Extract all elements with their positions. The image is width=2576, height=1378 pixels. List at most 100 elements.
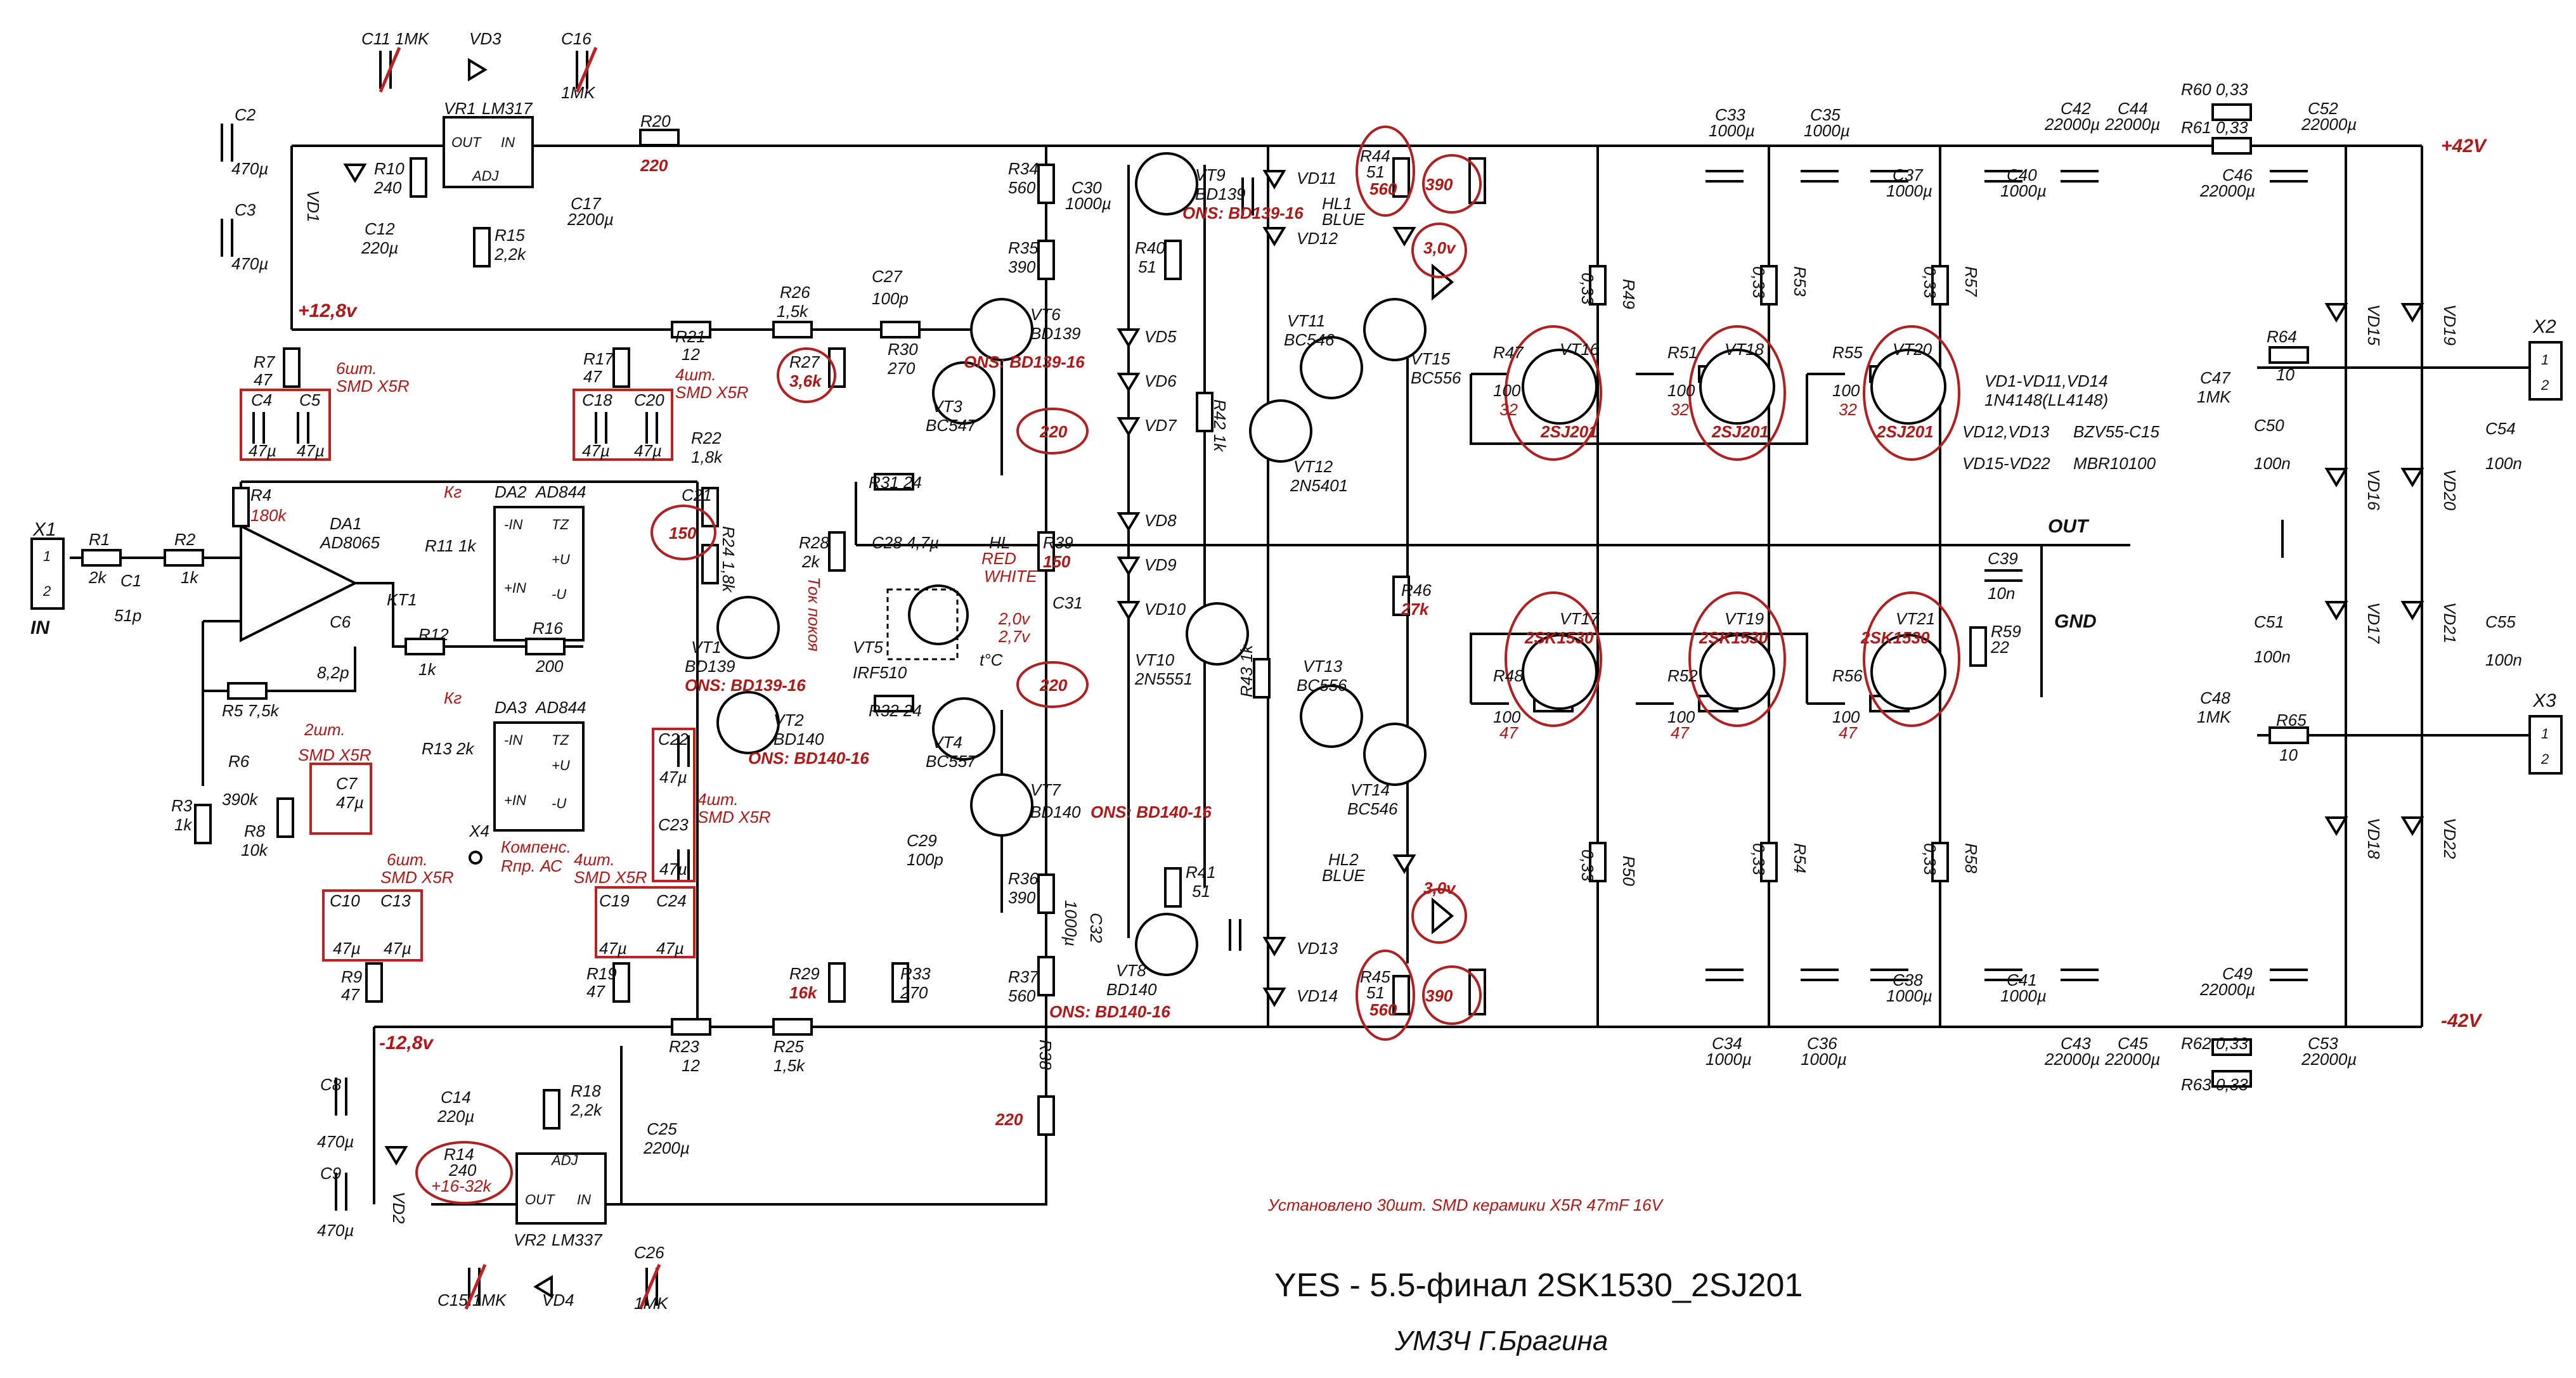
r51-note: 32: [1671, 400, 1689, 419]
c35-value: 1000µ: [1804, 121, 1850, 140]
vt7-note: ONS: BD140-16: [1091, 802, 1212, 821]
r2-value: 1k: [181, 568, 199, 587]
c42-label: C42: [2061, 99, 2091, 118]
r58-label: R58: [1962, 843, 1981, 873]
net-neg42: -42V: [2441, 1010, 2483, 1031]
r55-value: 100: [1832, 381, 1860, 400]
c29-label: C29: [907, 831, 937, 850]
r11-label: R11 1k: [425, 536, 477, 555]
c51-value: 100n: [2254, 647, 2291, 666]
vt5-label: VT5: [853, 638, 883, 657]
r27-label: R27: [789, 352, 820, 371]
vd9-label: VD9: [1144, 555, 1177, 574]
vd2-label: VD2: [389, 1192, 408, 1224]
c41-value: 1000µ: [2000, 986, 2047, 1005]
da3-tz: TZ: [552, 732, 569, 748]
vd3-label: VD3: [469, 29, 502, 48]
r29-label: R29: [789, 964, 820, 983]
hl1-label: HL1: [1322, 194, 1352, 213]
c4-label: C4: [251, 390, 272, 409]
r43-label: R43 1k: [1237, 644, 1256, 697]
r3-value: 1k: [174, 815, 193, 834]
vt2-note: ONS: BD140-16: [748, 749, 869, 768]
r16-label: R16: [533, 619, 563, 638]
c7-label: C7: [336, 774, 358, 793]
r24-label: R24 1,8k: [719, 526, 738, 593]
r45-value: 51: [1366, 983, 1385, 1002]
smd-note-6a-type: SMD X5R: [336, 377, 410, 396]
c15-label: C15 1MK: [437, 1291, 507, 1310]
net-pos42: +42V: [2441, 136, 2488, 157]
vt11-label: VT11: [1287, 311, 1325, 330]
vr2-out: OUT: [525, 1192, 555, 1207]
vt21-label: VT21: [1896, 609, 1935, 628]
vt10-type: 2N5551: [1134, 669, 1193, 688]
r26-label: R26: [780, 283, 810, 302]
c38-value: 1000µ: [1886, 986, 1932, 1005]
vt1-type: BD139: [685, 657, 735, 676]
c26-value: 1MK: [634, 1294, 669, 1313]
smd-note-6b-type: SMD X5R: [380, 868, 454, 887]
vr1-in: IN: [501, 134, 515, 150]
r54-label: R54: [1790, 843, 1809, 873]
r59-label: R59: [1991, 622, 2021, 641]
c6-label: C6: [330, 612, 351, 631]
c49-value: 22000µ: [2199, 980, 2255, 999]
vt13-type: BC556: [1297, 676, 1347, 695]
c5-label: C5: [299, 390, 321, 409]
vt15-label: VT15: [1411, 349, 1451, 368]
r12-value: 1k: [418, 660, 437, 679]
c39-value: 10n: [1988, 584, 2015, 603]
c31-note-top: 220: [1039, 422, 1068, 441]
c8-label: C8: [320, 1075, 342, 1094]
c19-label: C19: [599, 891, 630, 910]
r51-label: R51: [1667, 343, 1698, 362]
komp-note-2: Rпр. АС: [501, 856, 562, 875]
r65-label: R65: [2276, 711, 2307, 730]
vd16-label: VD16: [2364, 469, 2383, 511]
r55-label: R55: [1832, 343, 1863, 362]
r56-note: 47: [1839, 723, 1858, 742]
r45-label: R45: [1360, 967, 1390, 986]
vr2-type: LM337: [552, 1230, 603, 1249]
c27-label: C27: [872, 267, 903, 286]
r17-value: 47: [583, 367, 602, 386]
v30-top: 3,0v: [1423, 238, 1456, 257]
r58-value: 0,33: [1920, 843, 1939, 875]
c1-value: 51p: [114, 606, 141, 625]
vd15-label: VD15: [2364, 304, 2383, 346]
vr2-adj: ADJ: [550, 1152, 579, 1168]
net-pos12: +12,8v: [298, 300, 358, 321]
r28-value: 2k: [801, 552, 820, 571]
c30-label: C30: [1071, 178, 1102, 197]
c11-label: C11 1MK: [361, 29, 430, 48]
vt7-type: BD140: [1030, 802, 1081, 821]
da3-up: +U: [552, 757, 570, 773]
da1-label: DA1: [330, 514, 362, 533]
vt10-label: VT10: [1135, 650, 1175, 669]
da3-um: -U: [552, 795, 566, 811]
r54-value: 0,33: [1749, 843, 1768, 875]
c3-value: 470µ: [231, 254, 268, 273]
vd14-label: VD14: [1297, 986, 1338, 1005]
r26-value: 1,5k: [777, 302, 809, 321]
smd-note-4a-type: SMD X5R: [675, 383, 749, 402]
r41-value: 51: [1192, 882, 1210, 901]
c9-label: C9: [320, 1164, 341, 1183]
c22-value: 47µ: [659, 768, 687, 787]
r45-note: 560: [1369, 1000, 1397, 1019]
r10-value: 240: [373, 178, 402, 197]
vt3-label: VT3: [932, 397, 962, 416]
smd-note-4a: 4шт.: [675, 365, 716, 384]
hl1-color: BLUE: [1322, 210, 1366, 229]
r46-note: 27k: [1401, 600, 1430, 619]
r44-label: R44: [1360, 146, 1390, 165]
x1-pin1: 1: [43, 548, 51, 564]
c22-label: C22: [658, 730, 689, 749]
r17-label: R17: [583, 349, 614, 368]
vt2-label: VT2: [773, 711, 804, 730]
r12-label: R12: [418, 625, 449, 644]
c32-label: C32: [1087, 913, 1106, 943]
c12-value: 220µ: [361, 238, 398, 257]
vd5-label: VD5: [1144, 327, 1177, 346]
